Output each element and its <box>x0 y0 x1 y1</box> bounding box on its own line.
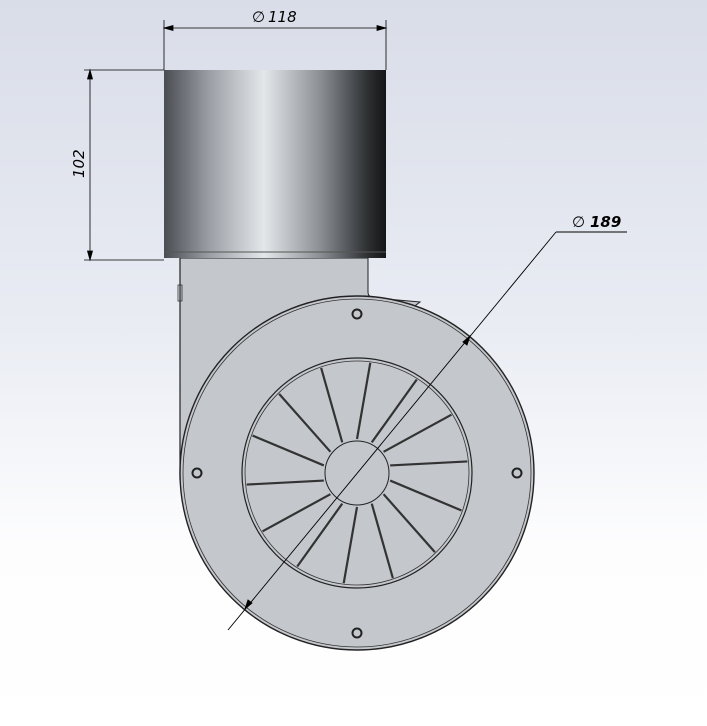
dimension-diameter-118 <box>162 20 388 70</box>
dimension-diameter-189 <box>227 231 627 631</box>
spoke <box>389 479 462 512</box>
dimension-height-102 <box>84 68 164 262</box>
housing-tab <box>177 284 183 302</box>
spoke <box>246 479 324 486</box>
spoke <box>342 506 359 584</box>
spoke <box>320 367 344 443</box>
spoke <box>252 434 325 467</box>
spoke <box>262 493 331 533</box>
dimension-label-189: 189 <box>590 213 621 231</box>
diameter-symbol: ∅ <box>572 213 585 231</box>
spoke <box>278 393 332 453</box>
spoke <box>390 460 468 467</box>
spoke <box>370 378 418 444</box>
diameter-symbol: ∅ <box>252 8 265 26</box>
spoke <box>296 502 344 568</box>
dimension-label-102: 102 <box>70 149 88 178</box>
spoke <box>383 413 452 453</box>
dimension-label-118: 118 <box>268 8 297 26</box>
inlet-cylinder <box>164 70 386 258</box>
inlet-spokes <box>246 362 468 584</box>
spoke <box>355 362 372 440</box>
spoke <box>382 493 436 553</box>
bolt-hole-icon <box>191 308 523 639</box>
spoke <box>370 503 394 579</box>
